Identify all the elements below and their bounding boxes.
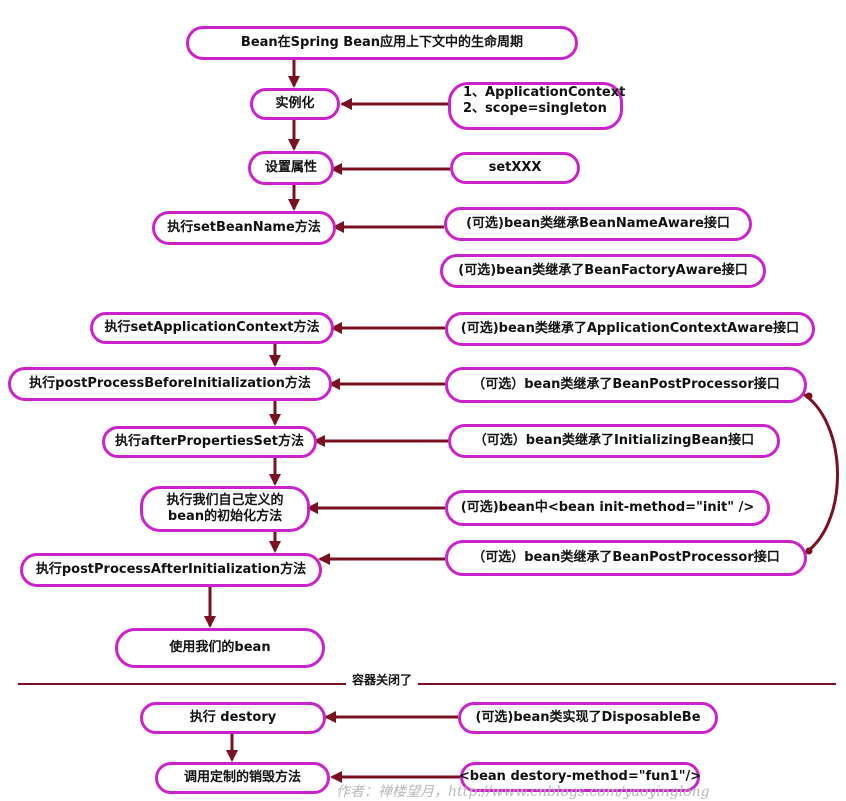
post-process-after-node: 执行postProcessAfterInitialization方法 [20,553,322,587]
custom-init-line2: bean的初始化方法 [167,509,283,524]
bpp-connector-curve [799,390,839,558]
instantiate-condition-line1: 1、ApplicationContext [463,85,626,100]
destroy-method-node: <bean destory-method="fun1"/> [459,762,701,792]
use-bean-node: 使用我们的bean [115,628,325,668]
setxxx-node: setXXX [450,152,580,184]
set-properties-node: 设置属性 [248,151,334,185]
application-context-aware-node: (可选)bean类继承了ApplicationContextAware接口 [445,312,815,346]
container-closed-divider [18,683,836,685]
bean-post-processor-after-node: （可选）bean类继承了BeanPostProcessor接口 [445,540,807,576]
author-watermark: 作者：禅楼望月，http://www.cnblogs.com/yaoyinglo… [336,784,710,800]
set-bean-name-node: 执行setBeanName方法 [152,211,336,245]
container-closed-label: 容器关闭了 [346,671,419,688]
disposable-bean-node: (可选)bean类实现了DisposableBe [458,702,718,734]
title-node: Bean在Spring Bean应用上下文中的生命周期 [186,26,578,60]
instantiate-node: 实例化 [250,88,340,120]
init-method-node: (可选)bean中<bean init-method="init" /> [445,490,770,526]
custom-init-line1: 执行我们自己定义的 [166,492,284,508]
set-application-context-node: 执行setApplicationContext方法 [90,312,334,344]
bpp-connector-dot-bottom [805,547,813,555]
instantiate-condition-line2: 2、scope=singleton [463,101,607,117]
custom-init-node: 执行我们自己定义的 bean的初始化方法 [140,486,310,532]
instantiate-condition-node: 1、ApplicationContext 2、scope=singleton [448,82,626,130]
bean-factory-aware-node: (可选)bean类继承了BeanFactoryAware接口 [440,254,766,288]
destroy-node: 执行 destory [140,702,326,734]
bean-name-aware-node: (可选)bean类继承BeanNameAware接口 [444,207,752,241]
post-process-before-node: 执行postProcessBeforeInitialization方法 [8,367,332,401]
custom-destroy-node: 调用定制的销毁方法 [155,762,330,794]
initializing-bean-node: （可选）bean类继承了InitializingBean接口 [448,424,780,458]
after-properties-set-node: 执行afterPropertiesSet方法 [102,426,317,458]
bpp-connector-dot-top [805,392,813,400]
bean-post-processor-before-node: （可选）bean类继承了BeanPostProcessor接口 [445,367,807,403]
